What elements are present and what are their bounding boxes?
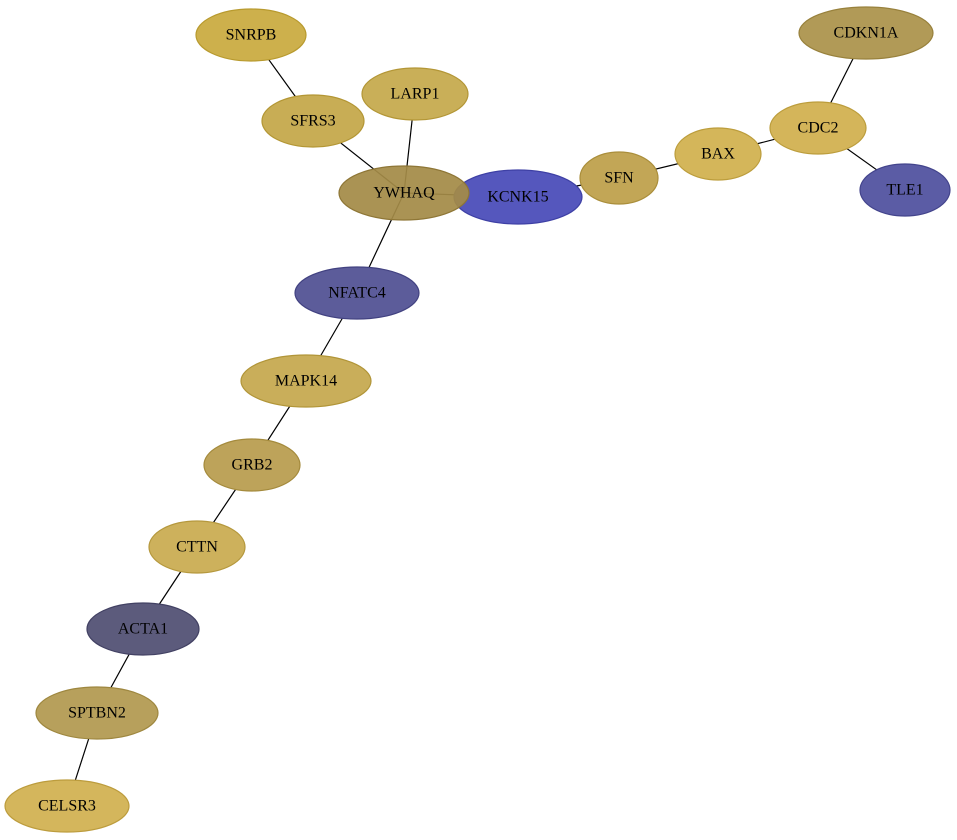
node-label-snrpb: SNRPB xyxy=(226,27,277,44)
node-snrpb[interactable]: SNRPB xyxy=(195,8,307,62)
node-label-bax: BAX xyxy=(701,146,735,163)
node-label-mapk14: MAPK14 xyxy=(275,373,337,390)
node-mapk14[interactable]: MAPK14 xyxy=(240,354,372,408)
node-ellipse-tle1 xyxy=(859,163,951,217)
node-label-acta1: ACTA1 xyxy=(118,621,168,638)
edges-layer xyxy=(66,32,906,807)
node-label-sfrs3: SFRS3 xyxy=(290,113,335,130)
node-ywhaq[interactable]: YWHAQ xyxy=(338,165,470,221)
node-ellipse-cdc2 xyxy=(769,101,867,155)
node-tle1[interactable]: TLE1 xyxy=(859,163,951,217)
node-acta1[interactable]: ACTA1 xyxy=(86,602,200,656)
node-ellipse-ywhaq xyxy=(338,165,470,221)
node-label-nfatc4: NFATC4 xyxy=(328,285,386,302)
node-ellipse-sptbn2 xyxy=(35,686,159,740)
node-ellipse-cttn xyxy=(148,520,246,574)
node-label-cdc2: CDC2 xyxy=(798,120,839,137)
node-ellipse-cdkn1a xyxy=(798,6,934,60)
node-grb2[interactable]: GRB2 xyxy=(203,438,301,492)
node-ellipse-bax xyxy=(674,127,762,181)
node-ellipse-sfn xyxy=(579,151,659,205)
node-sfrs3[interactable]: SFRS3 xyxy=(261,94,365,148)
node-larp1[interactable]: LARP1 xyxy=(361,67,469,121)
node-ellipse-grb2 xyxy=(203,438,301,492)
node-kcnk15[interactable]: KCNK15 xyxy=(453,169,583,225)
node-celsr3[interactable]: CELSR3 xyxy=(4,779,130,833)
node-ellipse-acta1 xyxy=(86,602,200,656)
node-ellipse-mapk14 xyxy=(240,354,372,408)
node-label-tle1: TLE1 xyxy=(886,182,923,199)
node-label-kcnk15: KCNK15 xyxy=(487,189,548,206)
node-sfn[interactable]: SFN xyxy=(579,151,659,205)
node-cdkn1a[interactable]: CDKN1A xyxy=(798,6,934,60)
node-ellipse-snrpb xyxy=(195,8,307,62)
node-label-celsr3: CELSR3 xyxy=(38,798,96,815)
node-label-larp1: LARP1 xyxy=(391,86,440,103)
node-label-ywhaq: YWHAQ xyxy=(373,185,435,202)
node-label-sptbn2: SPTBN2 xyxy=(68,705,126,722)
node-label-sfn: SFN xyxy=(604,170,634,187)
node-cdc2[interactable]: CDC2 xyxy=(769,101,867,155)
node-nfatc4[interactable]: NFATC4 xyxy=(294,266,420,320)
node-ellipse-sfrs3 xyxy=(261,94,365,148)
node-sptbn2[interactable]: SPTBN2 xyxy=(35,686,159,740)
node-ellipse-larp1 xyxy=(361,67,469,121)
node-cttn[interactable]: CTTN xyxy=(148,520,246,574)
node-label-cttn: CTTN xyxy=(176,539,218,556)
node-label-grb2: GRB2 xyxy=(232,457,273,474)
node-ellipse-nfatc4 xyxy=(294,266,420,320)
node-ellipse-celsr3 xyxy=(4,779,130,833)
node-label-cdkn1a: CDKN1A xyxy=(834,25,899,42)
node-bax[interactable]: BAX xyxy=(674,127,762,181)
